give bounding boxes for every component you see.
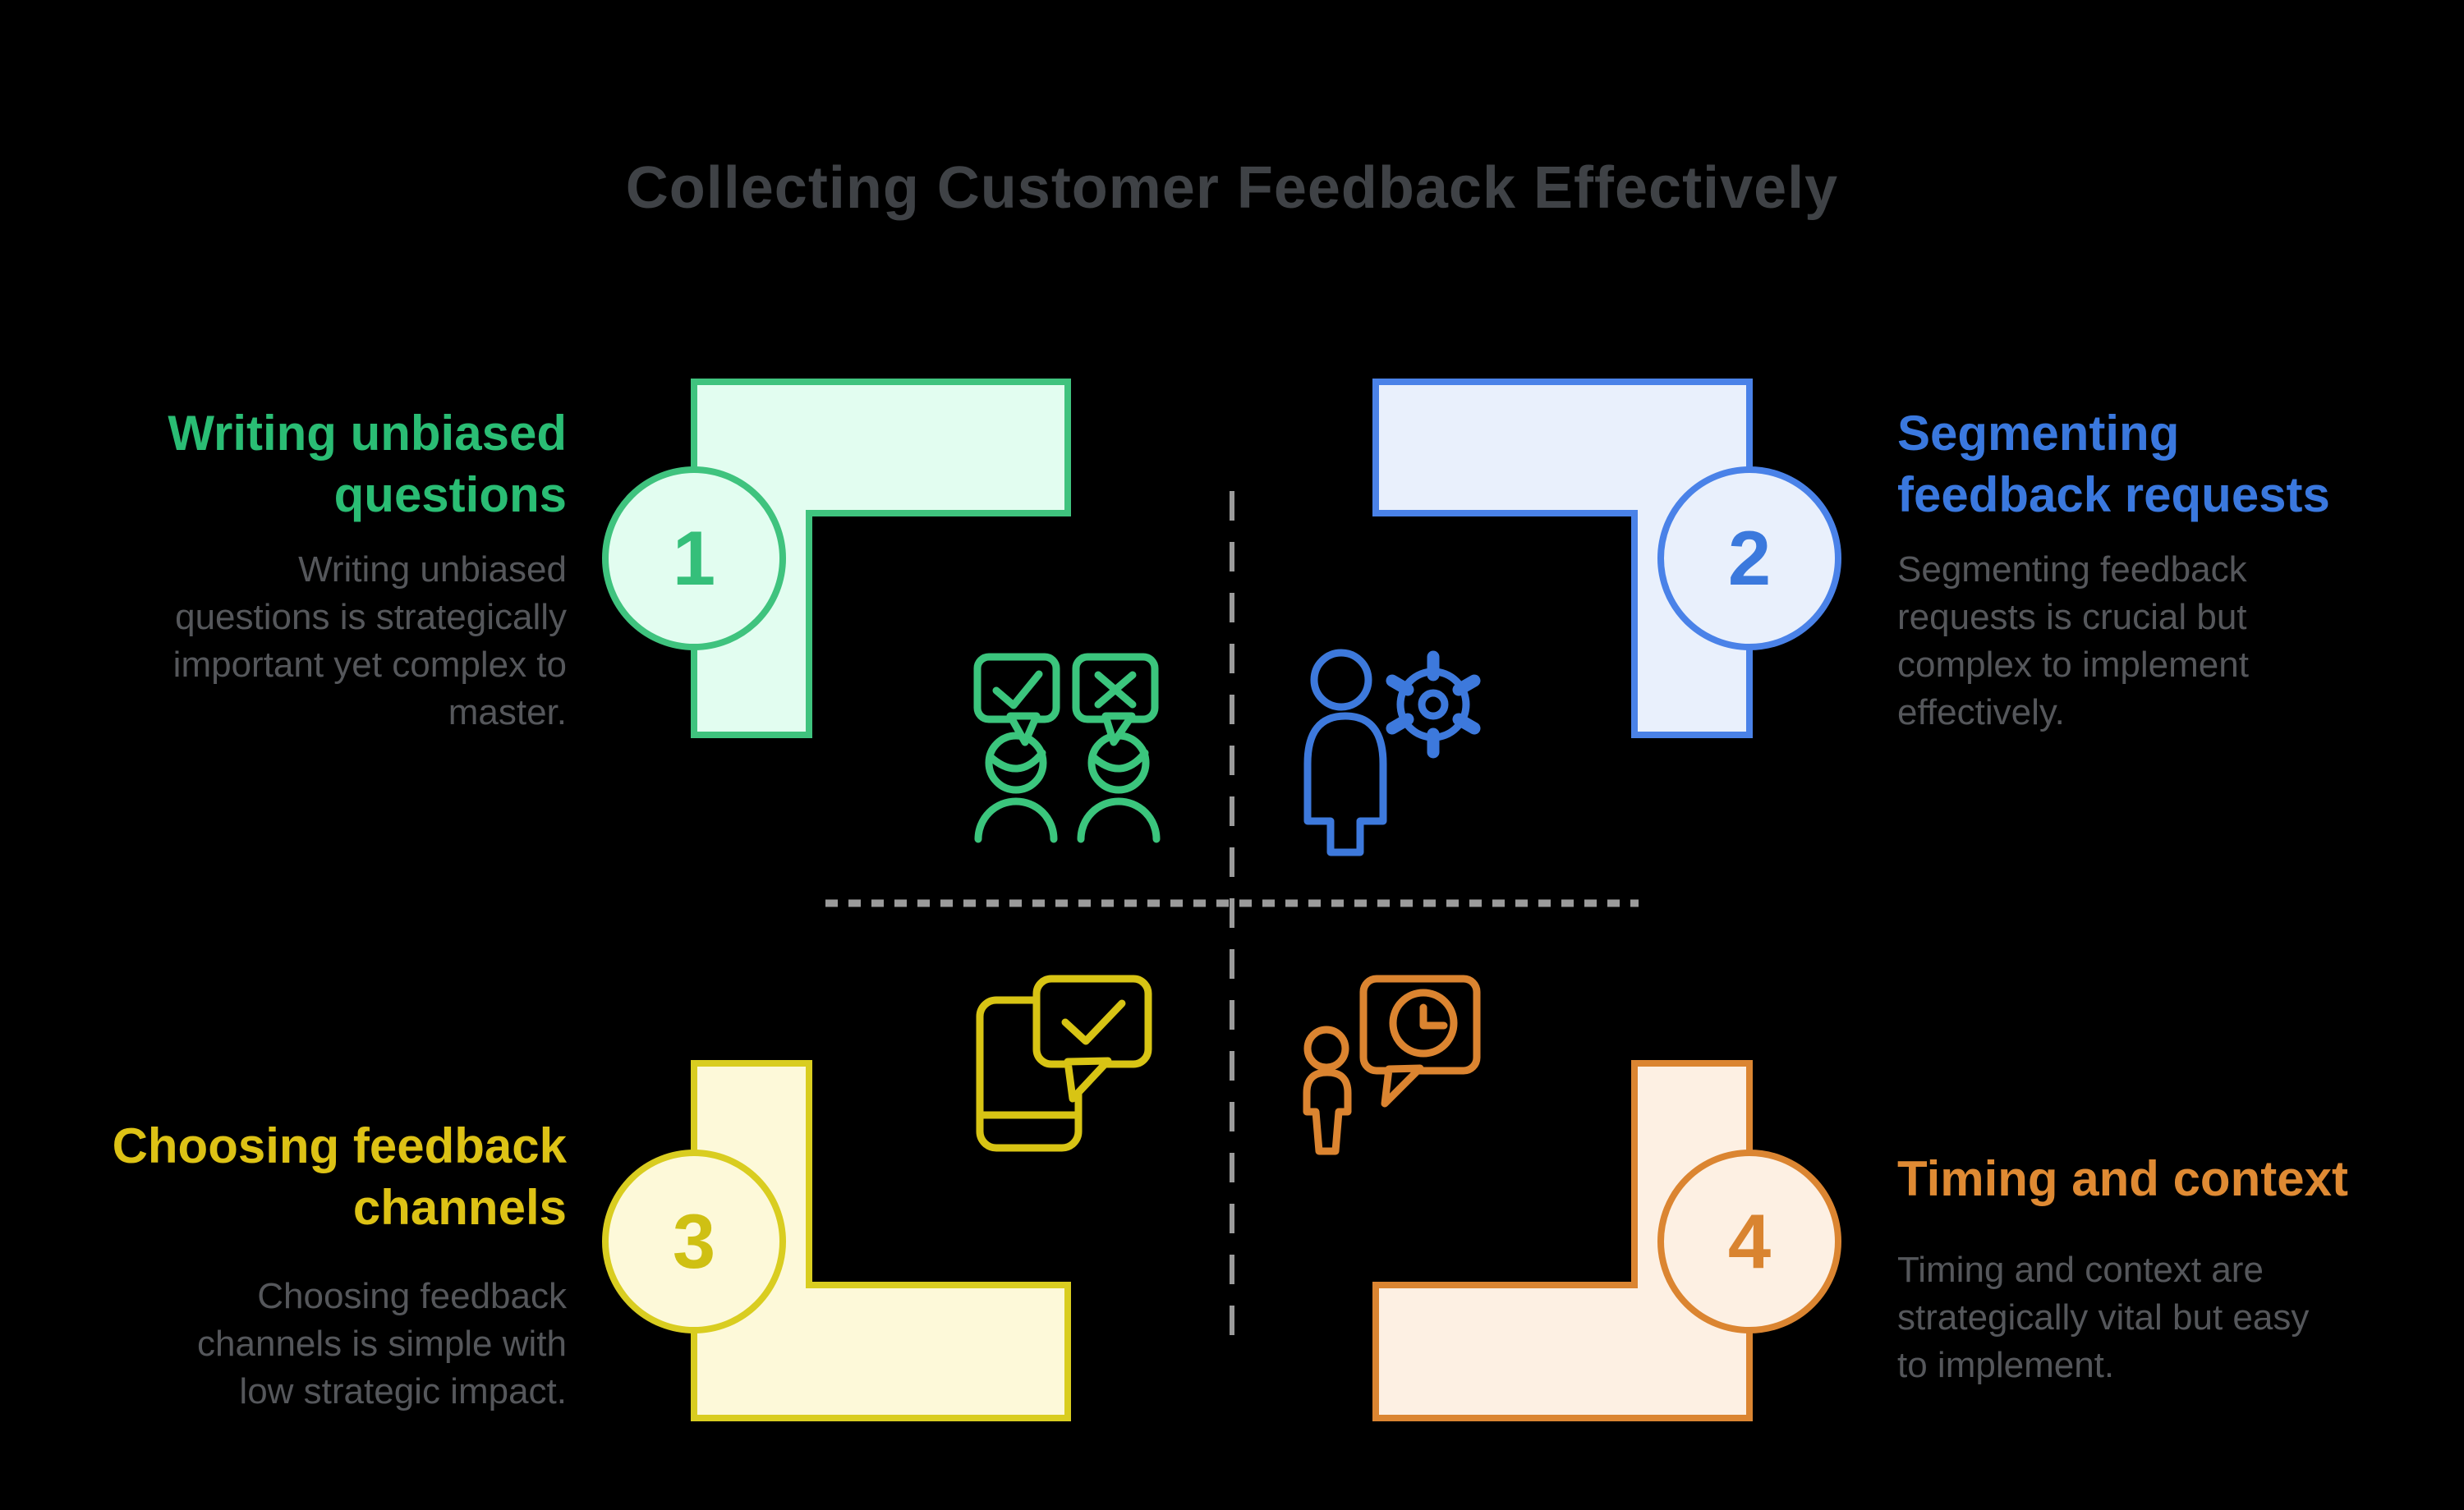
step2-number: 2 [1727, 515, 1772, 601]
user-message-clock-icon [1303, 975, 1481, 1155]
step3-description: Choosing feedback channels is simple wit… [197, 1276, 567, 1412]
step1-number: 1 [672, 515, 716, 601]
user-gear-icon [1303, 649, 1481, 856]
step2-heading: Segmenting feedback requests [1897, 406, 2330, 522]
step3-number-circle [602, 1150, 786, 1333]
step1-shape [602, 379, 1071, 738]
step1-description: Writing unbiased questions is strategica… [172, 549, 567, 733]
step3-shape [602, 1060, 1071, 1421]
quadrant-divider [825, 491, 1639, 1348]
step1-heading: Writing unbiased questions [168, 406, 567, 522]
step4-number: 4 [1727, 1198, 1772, 1284]
approve-reject-people-icon [973, 653, 1161, 843]
step3-number: 3 [672, 1198, 716, 1284]
phone-feedback-check-icon [976, 975, 1152, 1152]
step4-shape [1372, 1060, 1841, 1421]
step1-number-circle [602, 466, 786, 650]
step2-number-circle [1657, 466, 1841, 650]
step3-heading: Choosing feedback channels [112, 1118, 567, 1235]
step4-heading: Timing and context [1897, 1151, 2348, 1206]
step2-description: Segmenting feedback requests is crucial … [1897, 549, 2249, 733]
step4-description: Timing and context are strategically vit… [1897, 1250, 2310, 1386]
step2-shape [1372, 379, 1841, 738]
page-title: Collecting Customer Feedback Effectively [625, 155, 1839, 221]
step4-number-circle [1657, 1150, 1841, 1333]
